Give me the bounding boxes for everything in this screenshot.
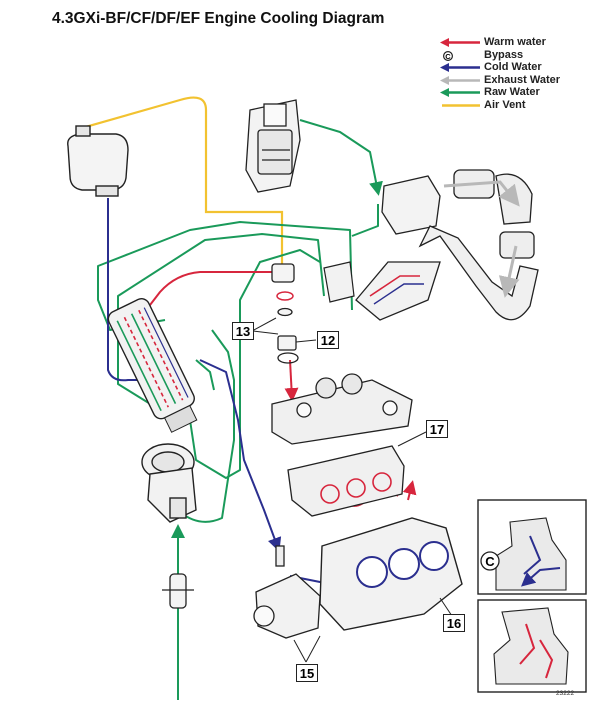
callout-12: 12 — [317, 331, 339, 349]
legend-item-cold-water: Cold Water — [440, 61, 560, 74]
fuel-module — [245, 99, 301, 193]
raw-water-arrow-icon — [440, 88, 480, 98]
legend-label: Bypass — [484, 48, 524, 61]
legend-item-raw-water: Raw Water — [440, 86, 560, 99]
intake-manifold — [271, 373, 413, 445]
air-vent-line-icon — [442, 104, 480, 107]
cylinder-head — [287, 445, 405, 517]
legend-item-exhaust-water: Exhaust Water — [440, 74, 560, 87]
callout-13: 13 — [232, 322, 254, 340]
exhaust-manifold — [323, 261, 441, 321]
exhaust-water-flow — [443, 180, 520, 298]
callout-leaders — [251, 317, 453, 663]
legend-label: Cold Water — [484, 61, 542, 74]
svg-text:C: C — [485, 554, 495, 569]
coolant-reservoir — [67, 125, 129, 197]
warm-water-arrow-icon — [440, 38, 480, 47]
legend-label: Exhaust Water — [484, 73, 561, 86]
legend-item-bypass: C Bypass — [440, 49, 560, 62]
callout-16: 16 — [443, 614, 465, 632]
legend-label: Raw Water — [484, 86, 540, 99]
seawater-pump — [141, 443, 197, 523]
legend-item-air-vent: Air Vent — [440, 99, 560, 112]
thermostat-housing — [271, 263, 299, 364]
legend-label: Warm water — [484, 36, 546, 48]
bypass-circle-icon: C — [443, 50, 453, 61]
legend: Warm water C Bypass Cold Water Exhaust W… — [440, 36, 560, 112]
circulating-pump — [253, 545, 321, 639]
legend-label: Air Vent — [484, 98, 526, 111]
inset-bypass-detail — [477, 499, 587, 595]
figure-number: 23222 — [556, 690, 575, 697]
exhaust-water-arrow-icon — [440, 75, 480, 85]
diagram-title: 4.3GXi-BF/CF/DF/EF Engine Cooling Diagra… — [52, 10, 385, 27]
inset-warm-detail — [477, 599, 587, 693]
bypass-symbol: C — [480, 551, 500, 571]
cold-water-arrow-icon — [440, 63, 480, 73]
air-vent-line — [80, 96, 284, 268]
engine-block — [319, 517, 463, 631]
svg-text:C: C — [445, 51, 451, 60]
callout-15: 15 — [296, 664, 318, 682]
callout-17: 17 — [426, 420, 448, 438]
heat-exchanger — [107, 298, 198, 433]
raw-water-strainer — [162, 573, 194, 609]
legend-item-warm-water: Warm water — [440, 36, 560, 49]
